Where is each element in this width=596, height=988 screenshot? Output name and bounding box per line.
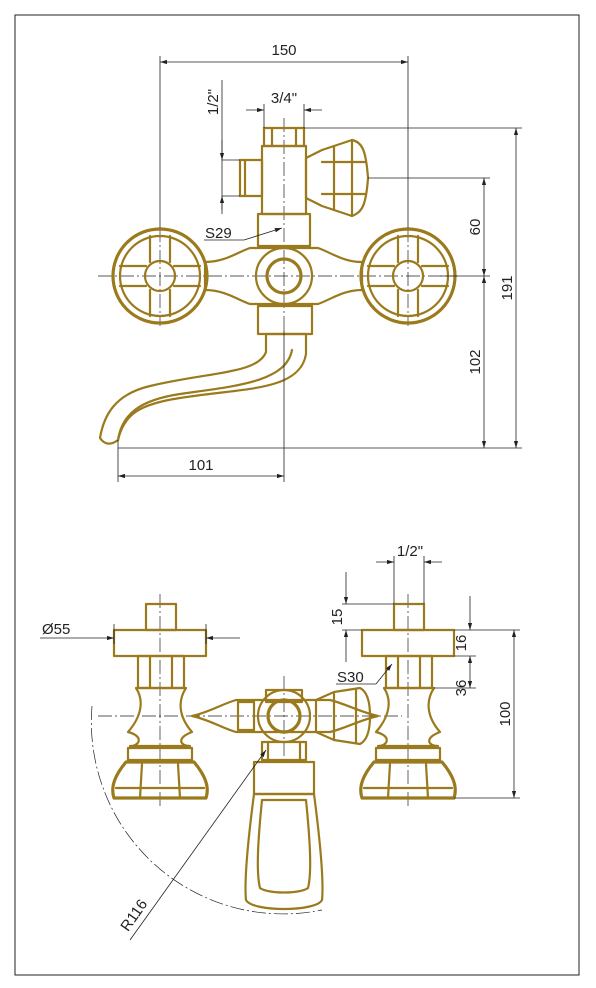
svg-text:1/2": 1/2"	[205, 89, 222, 115]
left-inlet-fitting	[238, 158, 264, 198]
dim-swing-radius: R116	[117, 749, 267, 941]
dim-flange-diameter: Ø55	[40, 621, 240, 644]
svg-text:191: 191	[499, 275, 516, 300]
central-hub-outer	[254, 246, 314, 306]
dim-width-total: 150	[159, 42, 409, 228]
central-hub-inner	[265, 257, 303, 295]
drawing-frame	[14, 14, 580, 976]
top-view: 150 1/2" 3/4" S29	[98, 42, 522, 482]
dim-outlet-top-right: 1/2"	[376, 543, 442, 604]
dim-heights-front: 16 36 100	[434, 596, 520, 799]
svg-text:3/4": 3/4"	[271, 90, 297, 107]
svg-text:S30: S30	[337, 669, 364, 686]
dim-thread-length: 15	[329, 572, 394, 662]
svg-text:150: 150	[271, 42, 296, 59]
dim-spout-reach: 101	[117, 330, 285, 482]
svg-text:101: 101	[188, 457, 213, 474]
center-body-front	[190, 686, 380, 911]
lower-column	[256, 304, 314, 336]
dim-inlet-left: 1/2"	[205, 80, 240, 214]
svg-text:60: 60	[467, 219, 484, 236]
svg-text:R116: R116	[117, 896, 151, 934]
diverter-knob-front	[314, 686, 372, 746]
spout	[98, 332, 308, 445]
mixer-body	[203, 246, 364, 306]
spout-swing-arc	[91, 705, 323, 915]
left-handle-front	[111, 760, 209, 800]
dim-wrench-left: S29	[204, 225, 283, 242]
dim-outlet-top: 3/4"	[246, 90, 322, 128]
dim-wrench-right: S30	[336, 663, 393, 686]
dim-heights-right: 60 102 191	[118, 127, 522, 449]
svg-text:S29: S29	[205, 225, 232, 242]
svg-text:100: 100	[497, 701, 514, 726]
svg-text:15: 15	[329, 609, 346, 626]
left-cross-handle	[111, 227, 209, 325]
diverter-knob	[304, 138, 370, 218]
svg-text:36: 36	[453, 680, 470, 697]
front-view: Ø55 1/2" 15 16 36 10	[40, 543, 520, 941]
svg-text:16: 16	[453, 635, 470, 652]
svg-text:Ø55: Ø55	[42, 621, 70, 638]
svg-text:102: 102	[467, 349, 484, 374]
svg-text:1/2": 1/2"	[397, 543, 423, 560]
left-leg	[111, 602, 209, 800]
top-outlet-nut	[262, 126, 306, 148]
